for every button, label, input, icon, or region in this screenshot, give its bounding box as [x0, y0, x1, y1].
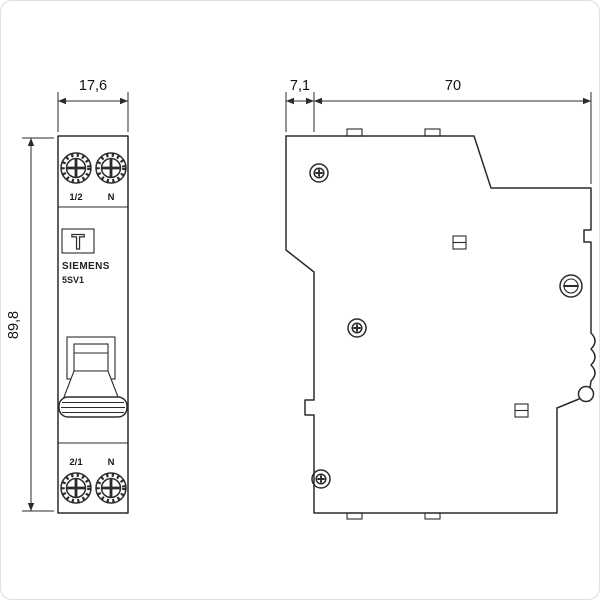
dim-height: 89,8 [6, 137, 54, 512]
dimension-arrow [58, 97, 66, 105]
front-body-outline [57, 135, 129, 514]
extension-lines [22, 137, 54, 512]
dim-front-depth-label: 7,1 [290, 78, 310, 94]
model-text: 5SV1 [62, 275, 84, 285]
top-clip [346, 128, 363, 137]
dimension-arrow [27, 138, 35, 146]
lower-latch-detail [514, 403, 529, 418]
dim-height-label: 89,8 [6, 311, 22, 339]
test-button [61, 228, 95, 254]
case-rivet-icon [347, 318, 367, 338]
dim-front-depth: 7,1 [285, 78, 315, 132]
side-body-outline [285, 135, 596, 389]
dim-overall-depth-label: 70 [445, 78, 461, 94]
dimension-arrow [286, 97, 294, 105]
top-clip [424, 128, 441, 137]
dimension-arrow [583, 97, 591, 105]
extension-lines [285, 92, 315, 132]
upper-latch-detail [452, 235, 467, 250]
toggle-skirt [63, 370, 119, 398]
terminal-label-top-right: N [108, 192, 115, 203]
dimension-arrow [120, 97, 128, 105]
dim-overall-depth: 70 [314, 78, 592, 184]
test-button-label: T [72, 231, 85, 254]
siemens-brand-text: SIEMENS [62, 261, 110, 272]
terminal-label-top-left: 1/2 [69, 192, 82, 203]
dimensions: 17,6 89,8 7,1 70 [6, 78, 592, 512]
pole-screw-icon [559, 274, 583, 298]
terminal-label-bottom-right: N [108, 457, 115, 468]
case-rivet-icon [309, 163, 329, 183]
terminal-label-bottom-left: 2/1 [69, 457, 83, 468]
din-clip-knob [577, 385, 595, 403]
dimension-arrow [314, 97, 322, 105]
dim-width-label: 17,6 [79, 78, 107, 94]
extension-lines [57, 92, 129, 132]
bottom-clip [424, 512, 441, 520]
bottom-clip [346, 512, 363, 520]
dim-width: 17,6 [57, 78, 129, 132]
front-view: 1/2 N T SIEMENS 5SV1 2/1 N [57, 135, 129, 514]
side-body-outline [285, 135, 580, 514]
dimension-arrow [27, 503, 35, 511]
side-view [285, 128, 596, 520]
toggle-handle [73, 343, 109, 372]
dimension-arrow [306, 97, 314, 105]
